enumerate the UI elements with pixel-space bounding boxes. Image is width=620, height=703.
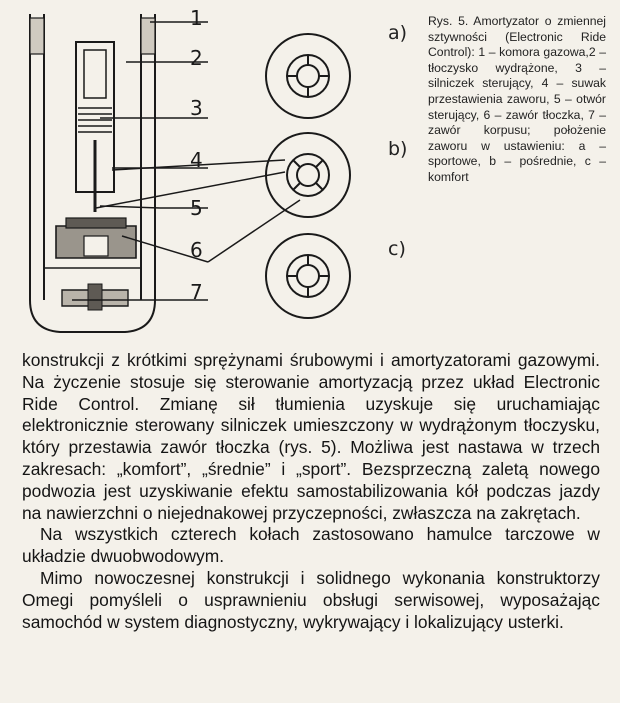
callout-7: 7 [190,280,203,304]
gas-chamber-hatch-left [29,17,45,55]
control-motor [78,107,112,133]
body-paragraph-3: Mimo nowoczesnej konstrukcji i solidnego… [22,567,600,632]
variant-label-c: c) [388,238,406,260]
callout-3: 3 [190,96,203,120]
absorber-outer-tube [29,14,156,333]
valve-position-b [265,132,351,218]
gas-chamber-hatch-right [140,17,156,55]
callout-2: 2 [190,46,203,70]
body-paragraph-1: konstrukcji z krótkimi sprężynami śrubow… [22,350,600,523]
body-paragraph-2: Na wszystkich czterech kołach zastosowan… [22,524,600,567]
callout-6: 6 [190,238,203,262]
variant-label-b: b) [388,138,408,160]
shock-absorber-figure: 1 2 3 4 5 6 7 a) b) c) Rys. 5. Amortyzat… [0,0,620,345]
figure-caption: Rys. 5. Amortyzator o zmiennej sztywnośc… [428,14,606,184]
callout-4: 4 [190,148,203,172]
variant-label-a: a) [388,22,408,44]
article-body: konstrukcji z krótkimi sprężynami śrubow… [22,350,600,633]
shock-absorber-drawing [29,14,351,333]
valve-position-c [265,233,351,319]
valve-position-a [265,33,351,119]
callout-5: 5 [190,196,203,220]
callout-1: 1 [190,6,203,30]
